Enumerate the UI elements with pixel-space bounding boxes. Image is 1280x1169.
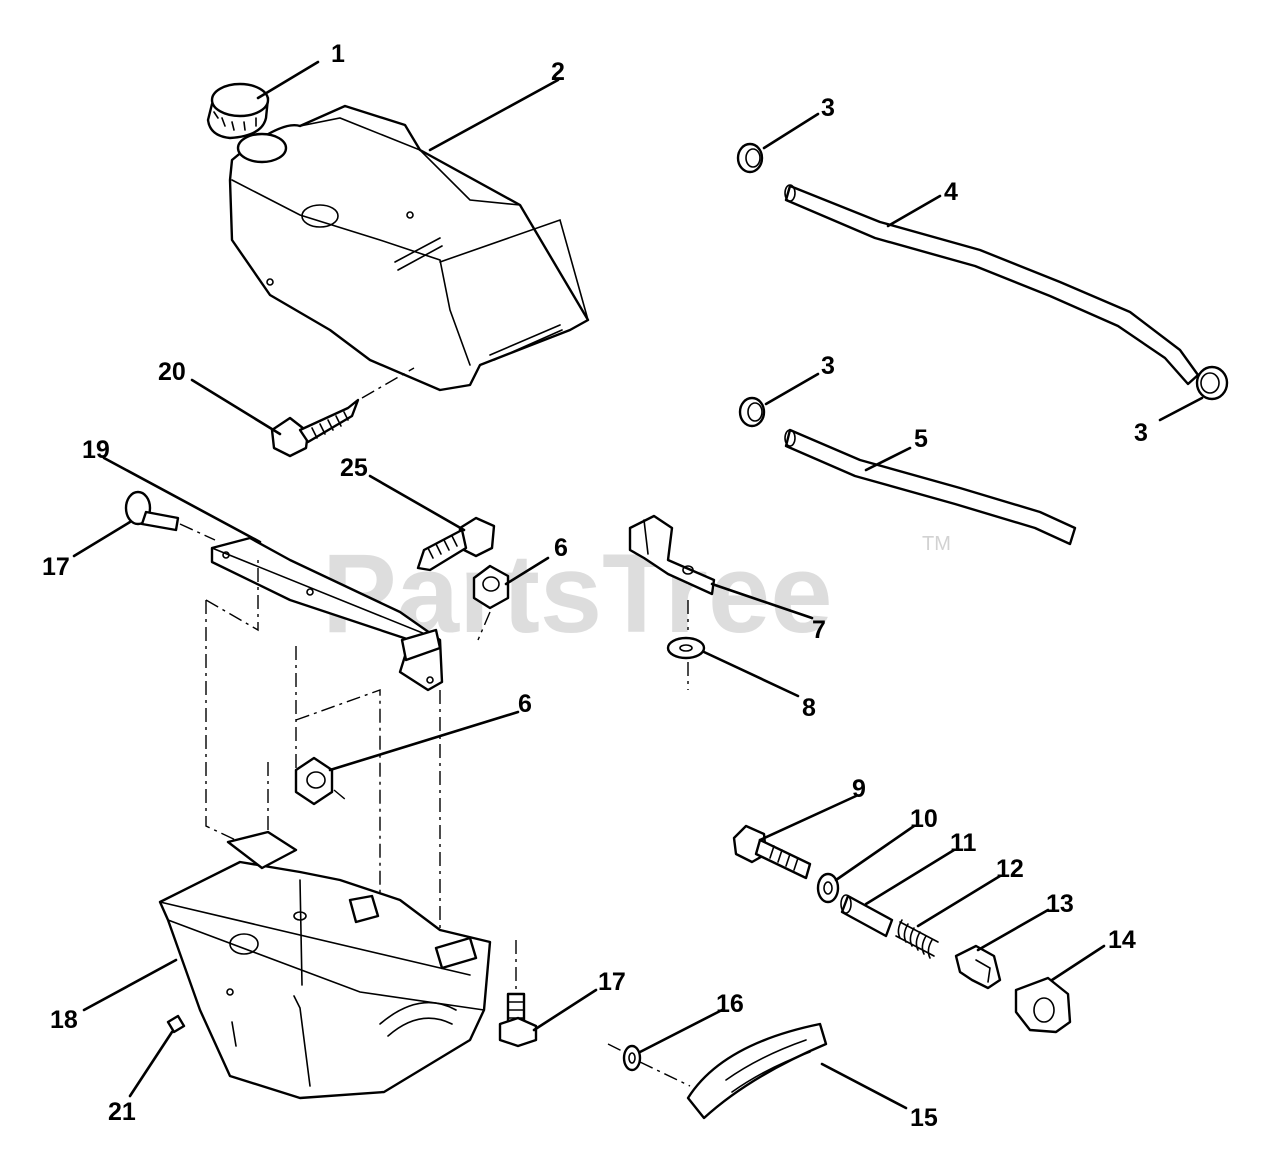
washer-part[interactable] — [666, 636, 706, 660]
tank-screw-part[interactable] — [270, 398, 360, 458]
callout-16[interactable]: 16 — [716, 990, 744, 1018]
mounting-bracket-part[interactable] — [210, 536, 444, 692]
shoulder-bolt-part[interactable] — [498, 992, 538, 1048]
callout-19[interactable]: 19 — [82, 436, 110, 464]
callout-6[interactable]: 6 — [554, 534, 568, 562]
callout-3[interactable]: 3 — [821, 94, 835, 122]
callout-17[interactable]: 17 — [42, 553, 70, 581]
callout-11[interactable]: 11 — [950, 829, 977, 857]
latch-plate-part[interactable] — [1014, 976, 1072, 1034]
callout-1[interactable]: 1 — [331, 40, 345, 68]
callout-15[interactable]: 15 — [910, 1104, 938, 1132]
pin-part[interactable] — [166, 1014, 186, 1034]
callout-6[interactable]: 6 — [518, 690, 532, 718]
hose-clip-part[interactable] — [628, 514, 716, 596]
spring-part[interactable] — [895, 919, 939, 959]
callout-2[interactable]: 2 — [551, 58, 565, 86]
callout-13[interactable]: 13 — [1046, 890, 1074, 918]
callout-12[interactable]: 12 — [996, 855, 1024, 883]
callout-14[interactable]: 14 — [1108, 926, 1136, 954]
leader-lines — [72, 60, 1204, 1110]
housing-part[interactable] — [158, 830, 492, 1100]
hex-bolt-part[interactable] — [732, 824, 812, 880]
hex-nut-part[interactable] — [472, 564, 510, 610]
fuel-line-part[interactable] — [784, 428, 1077, 546]
hex-bolt-part[interactable] — [416, 516, 496, 572]
callout-9[interactable]: 9 — [852, 775, 866, 803]
spacer-tube-part[interactable] — [840, 894, 894, 938]
callout-20[interactable]: 20 — [158, 358, 186, 386]
fuel-line-part[interactable] — [784, 184, 1200, 386]
callout-8[interactable]: 8 — [802, 694, 816, 722]
trademark-mark: TM — [922, 533, 951, 555]
washer-part[interactable] — [816, 872, 840, 904]
washer-part[interactable] — [622, 1044, 642, 1072]
fuel-cap-part[interactable] — [206, 82, 270, 140]
fuel-tank-part[interactable] — [228, 104, 590, 392]
callout-3[interactable]: 3 — [821, 352, 835, 380]
callout-18[interactable]: 18 — [50, 1006, 78, 1034]
shoulder-bolt-part[interactable] — [124, 490, 180, 532]
callout-4[interactable]: 4 — [944, 178, 958, 206]
hose-clamp-part[interactable] — [736, 142, 1229, 428]
callout-21[interactable]: 21 — [108, 1098, 136, 1126]
callout-25[interactable]: 25 — [340, 454, 368, 482]
callout-5[interactable]: 5 — [914, 425, 928, 453]
callout-7[interactable]: 7 — [812, 616, 826, 644]
hex-nut-part[interactable] — [294, 756, 334, 806]
latch-part[interactable] — [954, 944, 1002, 990]
callout-10[interactable]: 10 — [910, 805, 938, 833]
callout-labels: 1 2 3 3 3 4 5 6 6 7 8 9 10 11 12 13 14 1… — [42, 40, 1148, 1132]
callout-3[interactable]: 3 — [1134, 419, 1148, 447]
callout-17[interactable]: 17 — [598, 968, 626, 996]
decal-quadrant-part[interactable] — [686, 1022, 828, 1120]
